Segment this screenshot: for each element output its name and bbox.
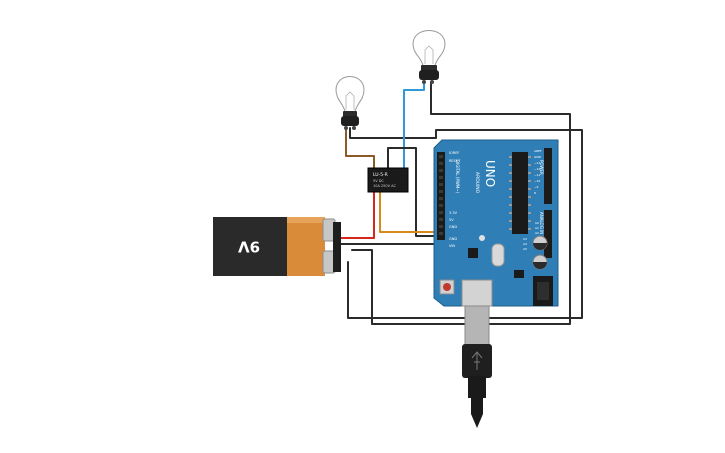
digital-pin-label: ~13 bbox=[534, 161, 540, 165]
atmega-chip bbox=[512, 152, 528, 234]
digital-label: DIGITAL (PWM~) bbox=[455, 160, 460, 194]
digital-pin-label: ~9 bbox=[534, 185, 539, 189]
wire-brown[interactable] bbox=[345, 127, 375, 169]
digital-pin-label: ~10 bbox=[534, 179, 540, 183]
battery-label: 9V bbox=[238, 238, 260, 256]
wire-red[interactable] bbox=[335, 191, 375, 239]
wire-black-right-bulb[interactable] bbox=[351, 81, 571, 325]
wires bbox=[335, 81, 583, 325]
digital-pin-label: GND bbox=[534, 155, 542, 159]
light-bulb-left[interactable] bbox=[335, 76, 365, 131]
arduino-brand: UNO bbox=[483, 160, 497, 187]
usb-port[interactable] bbox=[461, 279, 493, 307]
digital-pin-label: ~12 bbox=[534, 167, 540, 171]
battery-9v[interactable]: 9V bbox=[213, 217, 341, 276]
relay[interactable]: LU-5-R 5V DC 10A 250V AC bbox=[367, 167, 409, 193]
power-pin-label: GND bbox=[449, 237, 457, 241]
digital-header[interactable] bbox=[437, 152, 445, 240]
wire-black-relay[interactable] bbox=[387, 147, 441, 237]
power-pin-label: VIN bbox=[449, 244, 455, 248]
usb-cable[interactable] bbox=[462, 305, 492, 428]
relay-spec-2: 10A 250V AC bbox=[373, 184, 396, 188]
relay-code: LU-5-R bbox=[373, 172, 388, 178]
analog-label: ANALOG IN bbox=[539, 212, 544, 234]
digital-pin-label: ~11 bbox=[534, 173, 540, 177]
power-header[interactable] bbox=[544, 148, 552, 204]
analog-pin-label: A5 bbox=[523, 247, 527, 251]
wire-black-left-bulb[interactable] bbox=[347, 127, 583, 319]
analog-pin-label: A3 bbox=[523, 237, 527, 241]
analog-pin-label: A1 bbox=[535, 226, 539, 230]
analog-pin-label: A2 bbox=[535, 231, 539, 235]
wire-blue[interactable] bbox=[403, 81, 425, 169]
light-bulb-right[interactable] bbox=[412, 30, 446, 85]
usb-symbol-icon bbox=[471, 351, 483, 370]
power-pin-label: GND bbox=[449, 225, 457, 229]
arduino-maker: ARDUINO bbox=[474, 172, 480, 194]
power-pin-label: RESET bbox=[449, 159, 461, 163]
reset-button[interactable] bbox=[439, 279, 455, 295]
relay-spec-1: 5V DC bbox=[373, 179, 384, 183]
digital-pin-label: 8 bbox=[534, 191, 536, 195]
power-label: POWER bbox=[539, 160, 544, 175]
usb-jack-indicator bbox=[479, 235, 485, 241]
digital-pin-label: AREF bbox=[534, 149, 542, 153]
analog-header[interactable] bbox=[544, 210, 552, 258]
power-pin-label: IOREF bbox=[449, 151, 459, 155]
wire-orange[interactable] bbox=[379, 191, 441, 233]
arduino-uno[interactable]: UNO ARDUINO DIGITAL (PWM~) ANALOG IN POW… bbox=[433, 139, 559, 307]
analog-pin-label: A0 bbox=[535, 221, 539, 225]
power-pin-label: 3.3V bbox=[449, 211, 458, 215]
power-pin-label: 5V bbox=[449, 218, 454, 222]
analog-pin-label: A4 bbox=[523, 242, 527, 246]
